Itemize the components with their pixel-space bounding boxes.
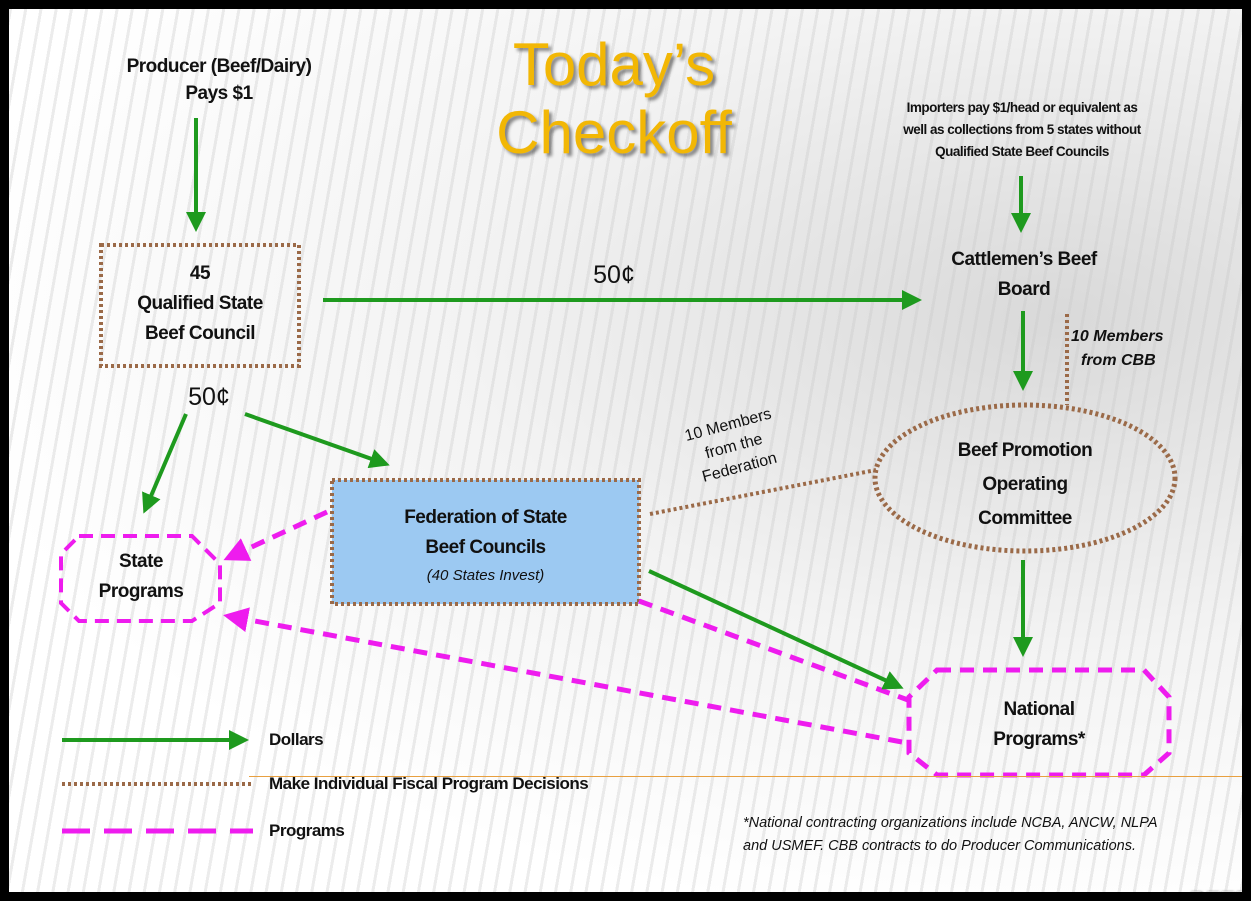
qsbc-line-2: Qualified State xyxy=(137,293,263,314)
title-line-1: Today’s xyxy=(512,31,716,98)
producer-line-1: Producer (Beef/Dairy) xyxy=(126,56,312,77)
cbb-members-label: 10 Members from CBB xyxy=(1071,325,1211,373)
importers-line-2: well as collections from 5 states withou… xyxy=(903,122,1141,137)
state-programs-outline xyxy=(59,534,222,623)
state-programs-line-2: Programs xyxy=(98,581,184,602)
bpoc-line-1: Beef Promotion xyxy=(957,440,1093,461)
importers-line-1: Importers pay $1/head or equivalent as xyxy=(906,100,1138,115)
qsbc-to-state-programs-arrow xyxy=(142,413,188,514)
bpoc-line-2: Operating xyxy=(982,474,1068,495)
state-programs-label: State Programs xyxy=(61,547,221,607)
federation-members-connector xyxy=(649,468,877,516)
cbb-line-1: Cattlemen’s Beef xyxy=(951,249,1097,270)
qsbc-label: 45 Qualified State Beef Council xyxy=(101,259,299,349)
national-programs-outline xyxy=(906,667,1172,778)
federation-to-national-arrow xyxy=(648,569,904,690)
legend-decisions-label: Make Individual Fiscal Program Decisions xyxy=(269,774,589,793)
qsbc-line-3: Beef Council xyxy=(144,323,256,344)
cbb-members-line-2: from CBB xyxy=(1081,352,1156,369)
federation-line-1: Federation of State xyxy=(404,507,567,528)
federation-to-state-program-arrow xyxy=(223,509,329,561)
national-programs-line-1: National xyxy=(1003,699,1075,720)
title-line-2: Checkoff xyxy=(496,99,732,166)
qsbc-to-federation-arrow xyxy=(244,412,390,469)
bpoc-line-3: Committee xyxy=(978,508,1072,529)
qsbc-line-1: 45 xyxy=(189,263,211,284)
corner-logo-text: BEEF xyxy=(1190,887,1249,901)
federation-line-3: (40 States Invest) xyxy=(426,567,545,584)
federation-line-2: Beef Councils xyxy=(425,537,546,558)
legend-dollars-label: Dollars xyxy=(269,730,324,749)
footer-rule xyxy=(249,776,1242,777)
national-to-state-program-arrow xyxy=(223,607,903,745)
page-title: Today’s Checkoff xyxy=(449,31,779,167)
state-programs-line-1: State xyxy=(119,551,163,572)
cbb-members-line-1: 10 Members xyxy=(1071,328,1164,345)
bpoc-label: Beef Promotion Operating Committee xyxy=(909,434,1141,536)
federation-box-fill xyxy=(332,480,639,604)
cbb-line-2: Board xyxy=(997,279,1051,300)
national-programs-line-2: Programs* xyxy=(993,729,1085,750)
bpoc-ellipse xyxy=(872,402,1178,554)
producer-label: Producer (Beef/Dairy) Pays $1 xyxy=(79,53,359,107)
importers-line-3: Qualified State Beef Councils xyxy=(935,144,1109,159)
footnote: *National contracting organizations incl… xyxy=(743,815,1157,854)
importers-label: Importers pay $1/head or equivalent as w… xyxy=(847,97,1197,163)
diagram-connectors xyxy=(59,118,1178,834)
federation-box xyxy=(330,478,641,606)
amount-to-cbb: 50¢ xyxy=(593,261,635,289)
amount-to-federation: 50¢ xyxy=(188,383,230,411)
producer-line-2: Pays $1 xyxy=(185,83,253,104)
qsbc-box xyxy=(99,243,301,368)
national-programs-label: National Programs* xyxy=(909,695,1169,755)
cbb-label: Cattlemen’s Beef Board xyxy=(909,245,1139,305)
legend-programs-label: Programs xyxy=(269,821,345,840)
federation-label: Federation of State Beef Councils (40 St… xyxy=(332,503,639,589)
federation-to-national-program-line xyxy=(638,598,909,703)
